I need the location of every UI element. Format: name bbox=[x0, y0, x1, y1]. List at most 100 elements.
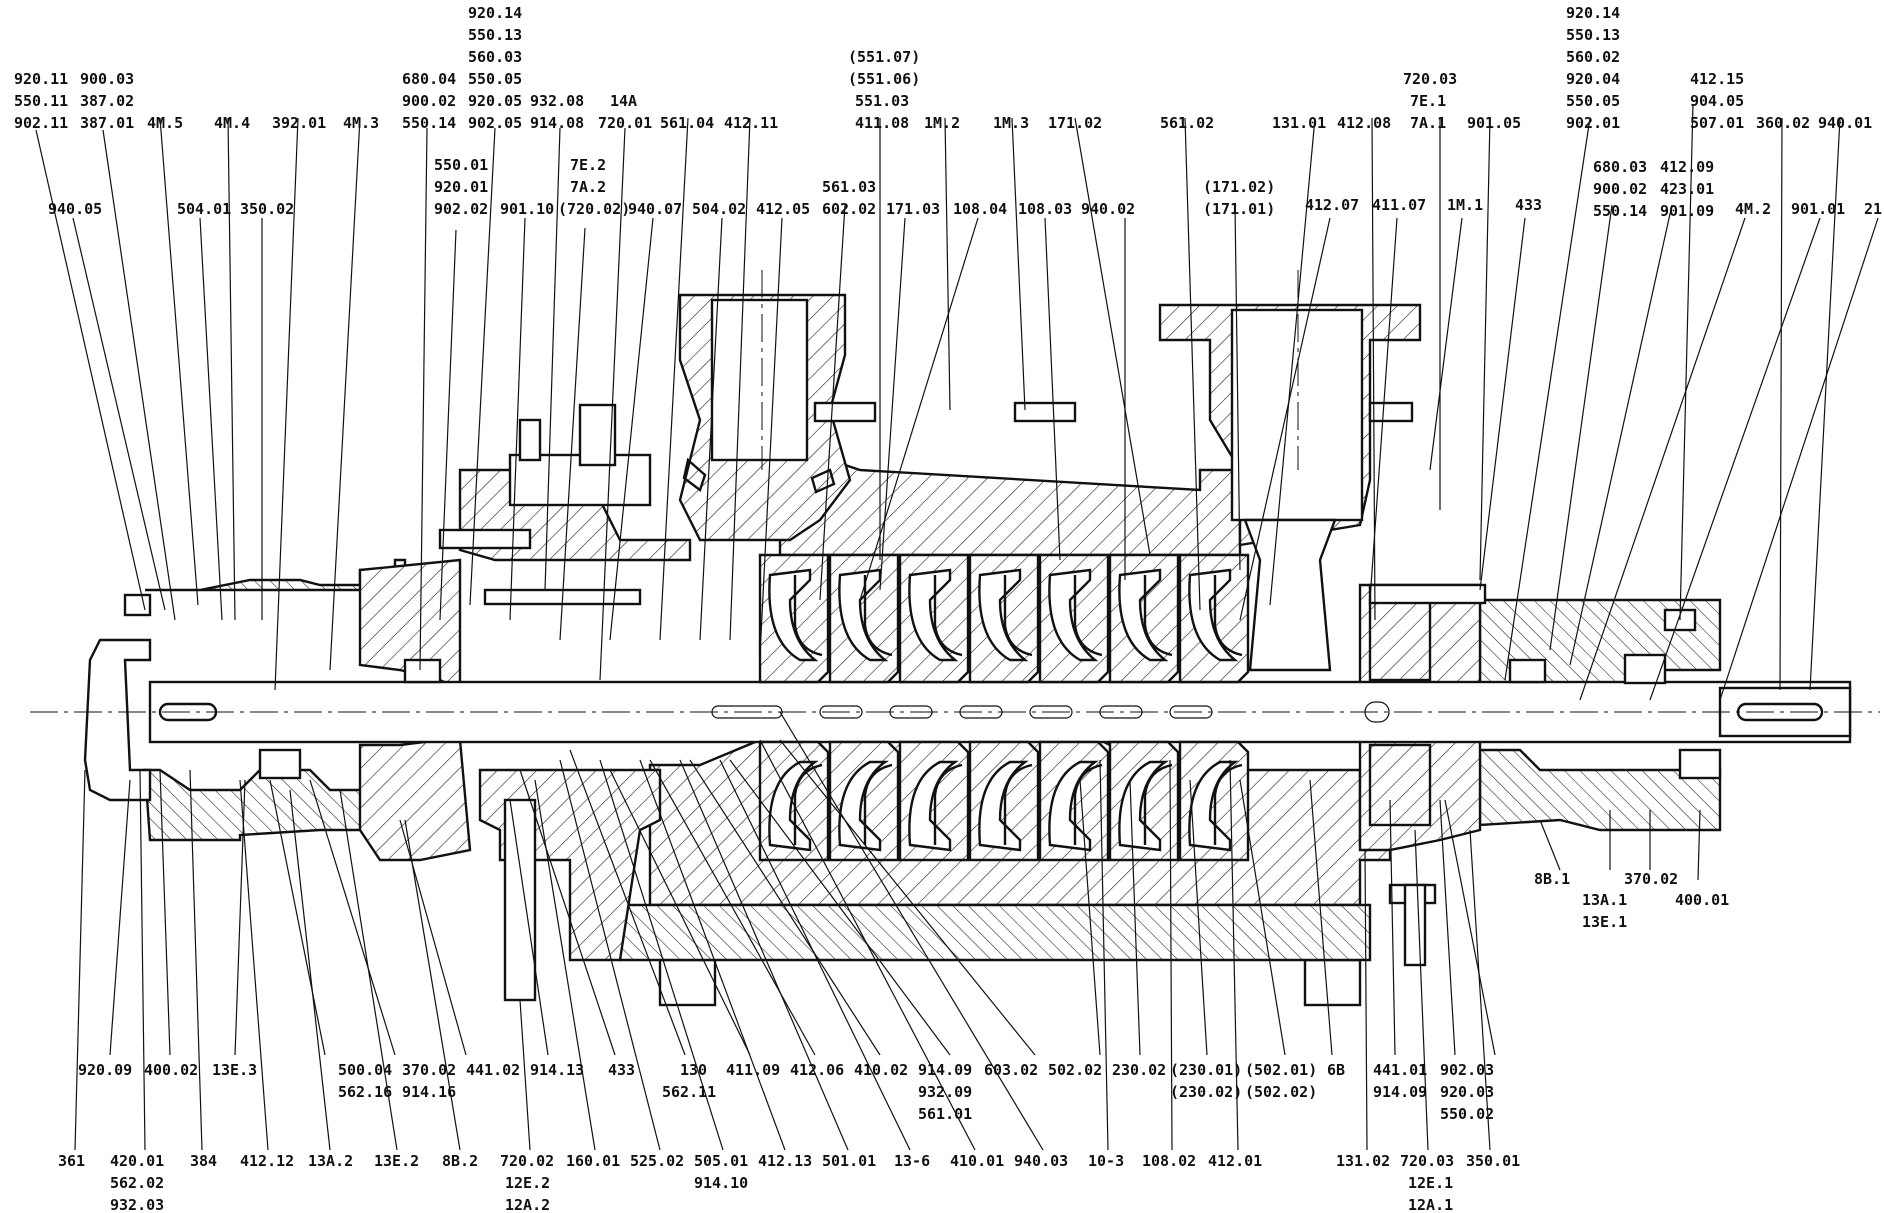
callout-c32: 940.07 bbox=[628, 200, 682, 218]
callout-c28: 350.02 bbox=[240, 200, 294, 218]
callout-c87: 501.01 bbox=[822, 1152, 876, 1170]
bearing-end-cover bbox=[83, 638, 152, 802]
callout-c42: 411.07 bbox=[1372, 196, 1426, 214]
callout-c68: 502.02 bbox=[1048, 1061, 1102, 1079]
callout-c90: 940.03 bbox=[1014, 1152, 1068, 1170]
callout-c69: 230.02 bbox=[1112, 1061, 1166, 1079]
callout-c17: 561.02 bbox=[1160, 114, 1214, 132]
callout-c89: 410.01 bbox=[950, 1152, 1004, 1170]
impeller-stage-upper bbox=[968, 553, 1040, 684]
callout-c12: 412.11 bbox=[724, 114, 778, 132]
tie-bolt-lower bbox=[503, 798, 537, 1002]
callout-c24: 360.02 bbox=[1756, 114, 1810, 132]
impeller-stage-lower bbox=[1178, 740, 1250, 862]
callout-c92: 108.02 bbox=[1142, 1152, 1196, 1170]
callout-c37: 108.04 bbox=[953, 200, 1007, 218]
bearing-housing-right-lower bbox=[1478, 748, 1722, 832]
impeller-stage-lower bbox=[1108, 740, 1180, 862]
suction-ring-right bbox=[810, 468, 836, 494]
callout-c72: 6B bbox=[1327, 1061, 1345, 1079]
callout-c96: 350.01 bbox=[1466, 1152, 1520, 1170]
impeller-stage-lower bbox=[898, 740, 970, 862]
callout-c49: 21 bbox=[1864, 200, 1882, 218]
callout-c11: 561.04 bbox=[660, 114, 714, 132]
callout-c50: 8B.1 bbox=[1534, 870, 1570, 888]
callout-c52: 370.02 bbox=[1624, 870, 1678, 888]
callout-c77: 384 bbox=[190, 1152, 217, 1170]
callout-c3: 4M.5 bbox=[147, 114, 183, 132]
callout-c70: (230.01)(230.02) bbox=[1170, 1061, 1242, 1101]
callout-c43: 1M.1 bbox=[1447, 196, 1483, 214]
callout-c44: 433 bbox=[1515, 196, 1542, 214]
callout-c59: 441.02 bbox=[466, 1061, 520, 1079]
callout-c84: 525.02 bbox=[630, 1152, 684, 1170]
callout-c53: 400.01 bbox=[1675, 891, 1729, 909]
callout-c83: 160.01 bbox=[566, 1152, 620, 1170]
callout-c55: 400.02 bbox=[144, 1061, 198, 1079]
discharge-flow-channel bbox=[1243, 518, 1337, 672]
impeller-stage-upper bbox=[828, 553, 900, 684]
callout-c18: 131.01 bbox=[1272, 114, 1326, 132]
callout-c91: 10-3 bbox=[1088, 1152, 1124, 1170]
callout-c48: 901.01 bbox=[1791, 200, 1845, 218]
callout-c93: 412.01 bbox=[1208, 1152, 1262, 1170]
callout-c19: 412.08 bbox=[1337, 114, 1391, 132]
callout-c71: (502.01)(502.02) bbox=[1245, 1061, 1317, 1101]
impeller-stage-lower bbox=[1038, 740, 1110, 862]
callout-c36: 171.03 bbox=[886, 200, 940, 218]
callout-c81: 8B.2 bbox=[442, 1152, 478, 1170]
casing-foot-right bbox=[1303, 958, 1362, 1007]
callout-c30: 901.10 bbox=[500, 200, 554, 218]
callout-c27: 504.01 bbox=[177, 200, 231, 218]
suction-bore bbox=[710, 298, 809, 462]
callout-c26: 940.05 bbox=[48, 200, 102, 218]
callout-c33: 504.02 bbox=[692, 200, 746, 218]
callout-c34: 412.05 bbox=[756, 200, 810, 218]
callout-c41: 412.07 bbox=[1305, 196, 1359, 214]
callout-c47: 4M.2 bbox=[1735, 200, 1771, 218]
balance-drum-upper bbox=[1368, 598, 1432, 682]
callout-c16: 171.02 bbox=[1048, 114, 1102, 132]
impeller-stage-upper bbox=[758, 553, 830, 684]
callout-c75: 361 bbox=[58, 1152, 85, 1170]
balance-drum-lower bbox=[1368, 743, 1432, 827]
leader-lines bbox=[35, 103, 1879, 1151]
discharge-bore bbox=[1230, 308, 1364, 522]
callout-c15: 1M.3 bbox=[993, 114, 1029, 132]
callout-c94: 131.02 bbox=[1336, 1152, 1390, 1170]
callout-c67: 603.02 bbox=[984, 1061, 1038, 1079]
callout-c64: 412.06 bbox=[790, 1061, 844, 1079]
callout-c79: 13A.2 bbox=[308, 1152, 353, 1170]
callout-c56: 13E.3 bbox=[212, 1061, 257, 1079]
suction-ring-left bbox=[682, 457, 707, 492]
callout-c5: 392.01 bbox=[272, 114, 326, 132]
impeller-stage-lower bbox=[828, 740, 900, 862]
casing-base bbox=[618, 903, 1372, 962]
callout-c38: 108.03 bbox=[1018, 200, 1072, 218]
stuffing-box-left-lower bbox=[358, 738, 472, 862]
callout-c78: 412.12 bbox=[240, 1152, 294, 1170]
callout-c14: 1M.2 bbox=[924, 114, 960, 132]
